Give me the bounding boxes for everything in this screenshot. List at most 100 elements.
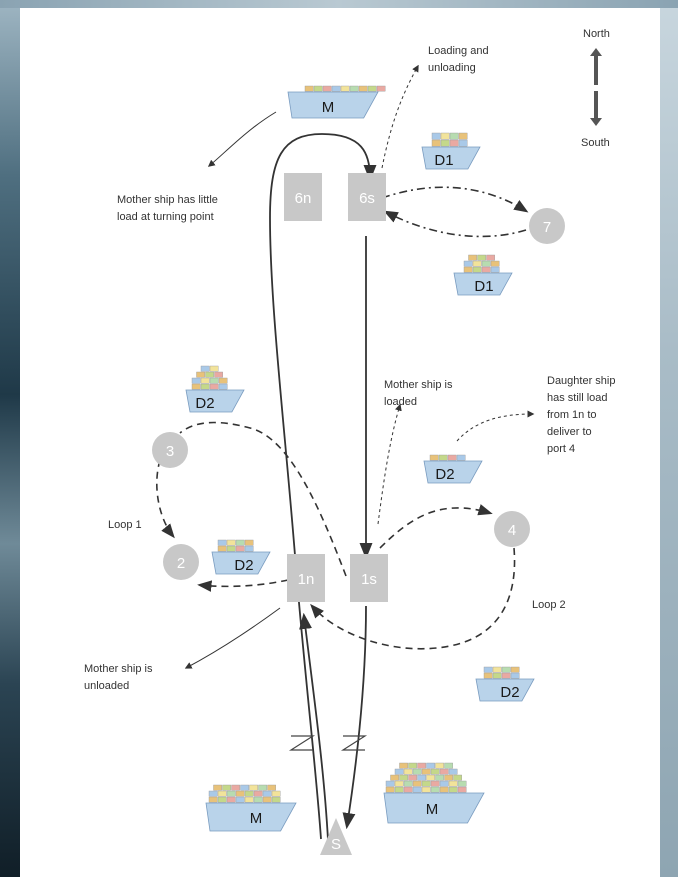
d1-route-7-to-6s [383,210,527,238]
container-block [421,786,431,793]
annotation-mother-loaded-line1: Mother ship is [384,379,453,391]
container-block [340,85,350,92]
loop1-route-3-to-2 [156,459,175,539]
annotation-mother-little-load: Mother ship has little load at turning p… [117,194,218,223]
port-1n-label: 1n [298,571,315,588]
container-block [448,780,458,787]
container-block [501,666,511,673]
compass-north-label: North [583,28,610,40]
loop2-label: Loop 2 [532,599,566,611]
d1-route-6s-to-7 [381,186,529,213]
container-block [456,454,466,461]
annotation-mother-loaded-line2: loaded [384,396,417,408]
container-block [376,85,386,92]
container-block [244,545,254,552]
container-block [483,672,493,679]
south-arrow-icon [590,118,602,126]
container-block [458,132,468,140]
annotation-daughter-line2: has still load [547,392,608,404]
container-block [349,85,359,92]
mother-route-S-to-1n [299,612,329,841]
container-block [200,377,210,384]
container-block [385,786,395,793]
container-block [217,545,227,552]
port-3-label: 3 [166,443,174,460]
container-block [457,786,467,793]
container-block [408,774,417,781]
port-6s: 6s [348,173,386,221]
port-1s-label: 1s [361,571,377,588]
container-block [444,762,453,769]
left-background-strip [0,0,20,877]
container-block [439,786,449,793]
container-block [417,774,426,781]
port-6n-label: 6n [295,190,312,207]
container-block [430,780,440,787]
container-block [421,780,431,787]
ship-hull [185,389,245,413]
break-mark-right [340,735,368,751]
container-block [435,774,444,781]
port-4: 4 [494,511,530,547]
container-block [412,780,422,787]
container-block [472,260,482,267]
port-3: 3 [152,432,188,468]
container-block [231,784,240,791]
route-break-marks [288,735,368,751]
container-block [235,796,245,803]
port-2-circle [163,544,199,580]
port-7: 7 [529,208,565,244]
container-block [431,139,441,147]
annotation-loading: Loading and unloading [428,45,489,74]
container-block [253,796,263,803]
container-block [235,790,245,797]
ship-hull [423,460,483,484]
container-block [403,786,413,793]
mother-ship-top-label: M [322,99,335,116]
container-block [213,784,222,791]
break-mark-left [288,735,316,751]
container-block [449,132,459,140]
annotation-daughter-line3: from 1n to [547,409,597,421]
daughter-ship-d2-middle: D2 [423,454,483,484]
mother-ship-top: M [287,85,386,119]
container-block [431,132,441,140]
ship-hull [453,272,513,296]
annotation-mother-unloaded-line1: Mother ship is [84,663,153,675]
container-block [439,768,449,775]
daughter-ship-d1-top: D1 [421,132,481,170]
container-block [304,85,314,92]
container-block [403,768,413,775]
container-block [408,762,417,769]
container-block [205,371,214,378]
container-block [481,266,491,273]
compass-shaft-south [594,91,598,119]
container-block [394,768,404,775]
pointer-mother-little [207,111,277,167]
container-block [217,539,227,546]
annotation-mother-unloaded: Mother ship is unloaded [84,663,153,692]
loop1-route-1n-to-2 [197,579,289,592]
pointer-mother-unloaded [184,607,281,669]
container-block [438,454,448,461]
compass-shaft [594,55,598,85]
container-block [457,780,467,787]
container-block [208,796,218,803]
mother-ship-bottom-left: M [205,784,297,832]
container-block [226,796,236,803]
container-block [394,786,404,793]
container-block [218,377,228,384]
mother-ship-bottom-right: M [383,762,485,824]
container-block [200,383,210,390]
container-block [463,260,473,267]
container-block [448,768,458,775]
container-block [358,85,368,92]
container-block [217,790,227,797]
north-arrow-icon [590,48,602,56]
container-block [426,774,435,781]
port-4-circle [494,511,530,547]
container-block [444,774,453,781]
daughter-ship-d2-left-top-label: D2 [195,395,214,412]
container-block [322,85,332,92]
ship-hull [287,91,379,119]
